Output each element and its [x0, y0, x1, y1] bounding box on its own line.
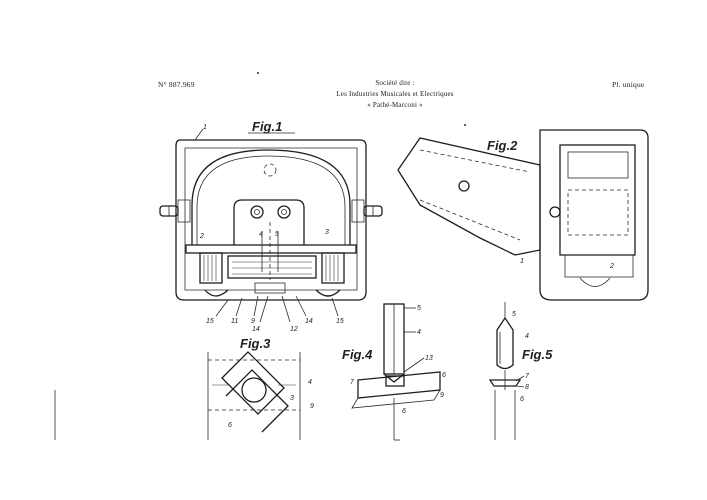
fig1-ref: 14 [305, 318, 313, 325]
fig1-right-coil [321, 252, 345, 284]
fig3-ref: 4 [308, 379, 312, 386]
fig4-ref: 4 [417, 329, 421, 336]
figure-5-label: Fig.5 [522, 347, 553, 362]
fig4-ref: 6 [442, 372, 446, 379]
applicant-line-1: Société dite : [375, 79, 415, 87]
fig1-ref: 15 [206, 318, 214, 325]
figure-1-label: Fig.1 [252, 119, 282, 134]
fig1-left-coil [199, 252, 223, 284]
fig1-ref: 4 [259, 231, 263, 238]
figure-4: Fig.4 5 4 13 7 6 9 6 [342, 303, 446, 441]
fig2-pivot-hole [458, 180, 470, 192]
fig3-ref: 3 [290, 395, 294, 402]
fig2-ref: 2 [609, 263, 614, 270]
fig5-needle-body [496, 316, 514, 370]
figure-4-label: Fig.4 [342, 347, 373, 362]
fig1-hole-left [250, 205, 264, 219]
fig4-ref: 6 [402, 408, 406, 415]
fig4-ref: 9 [440, 392, 444, 399]
fig1-ref: 12 [290, 326, 298, 333]
fig1-rivet [263, 163, 277, 177]
fig1-ref: 5 [275, 231, 279, 238]
fig3-center-circle [241, 377, 267, 403]
fig2-arm [397, 137, 541, 256]
fig1-base-plate [185, 244, 357, 254]
patent-number: N° 887.969 [158, 80, 195, 89]
fig1-ref: 1 [203, 124, 207, 131]
figure-1: Fig.1 [159, 119, 383, 333]
fig1-ref: 2 [199, 233, 204, 240]
fig3-ref: 9 [310, 403, 314, 410]
figure-5: Fig.5 5 4 7 8 6 [488, 302, 553, 440]
fig5-ref: 6 [520, 396, 524, 403]
fig1-inner-case [184, 147, 358, 291]
fig5-ref: 7 [525, 373, 530, 380]
applicant-block: Société dite : Les Industries Musicales … [320, 78, 470, 111]
fig1-dome [191, 149, 351, 245]
fig1-center-plate [233, 199, 305, 245]
fig1-dome-inner [196, 155, 346, 245]
fig1-ref: 15 [336, 318, 344, 325]
fig1-ref: 3 [325, 229, 329, 236]
figure-3-label: Fig.3 [240, 336, 271, 351]
fig5-ref: 8 [525, 384, 529, 391]
plate-label: Pl. unique [612, 80, 645, 89]
fig3-square-b [225, 369, 289, 433]
fig1-ref: 9 [251, 318, 255, 325]
fig1-hole-right [277, 205, 291, 219]
scan-dot [257, 72, 259, 74]
fig2-head [539, 129, 649, 301]
figure-2-label: Fig.2 [487, 138, 518, 153]
fig2-screw [549, 206, 561, 218]
fig4-ref: 13 [425, 355, 433, 362]
fig2-ref: 1 [520, 258, 524, 265]
applicant-line-3: « Pathé-Marconi » [367, 101, 423, 109]
applicant-line-2: Les Industries Musicales et Electriques [336, 90, 454, 98]
figure-3: Fig.3 4 3 9 6 [207, 336, 314, 440]
fig2-inner-block [559, 144, 636, 256]
figure-2: Fig.2 1 2 [397, 129, 649, 301]
scan-dot [464, 124, 466, 126]
fig4-ref: 5 [417, 305, 421, 312]
fig5-ref: 4 [525, 333, 529, 340]
fig1-armature [227, 255, 317, 279]
fig1-ref: 14 [252, 326, 260, 333]
fig5-ref: 5 [512, 311, 516, 318]
fig3-square-a [221, 351, 285, 415]
fig3-ref: 6 [228, 422, 232, 429]
fig4-ref: 7 [350, 379, 355, 386]
fig2-base [564, 254, 634, 278]
fig1-ref: 11 [231, 318, 238, 325]
fig1-outer-case [175, 139, 367, 301]
